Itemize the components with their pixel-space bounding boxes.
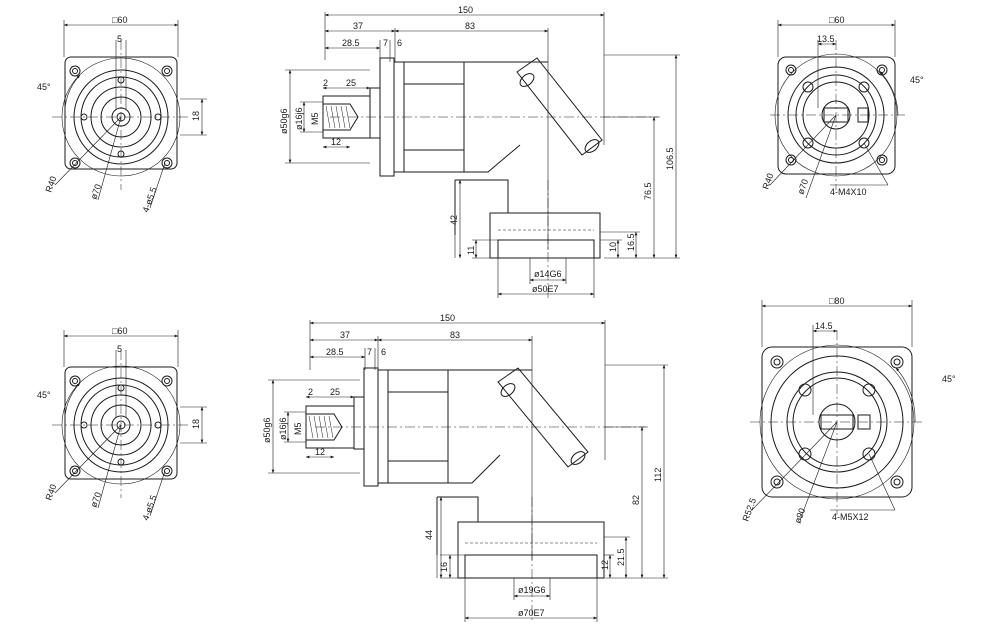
dim-25: 25 [330, 387, 340, 397]
dim-11: 11 [466, 246, 476, 255]
offset-label: 14.5 [815, 321, 833, 331]
dim-44: 44 [424, 530, 434, 540]
dim-12: 12 [315, 447, 325, 457]
dim-25: 25 [346, 78, 356, 88]
angle-label: 45° [37, 390, 51, 400]
dim-6: 6 [381, 347, 386, 357]
angle-label: 45° [37, 82, 51, 92]
right-view-bottom: □80 14.5 45° R52.5 ø90 4-M5X12 [740, 296, 956, 525]
shaft-dia-label: ø50g6 [279, 108, 289, 134]
dim-7: 7 [383, 38, 388, 48]
right-view-top: □60 13.5 45° R40 ø70 4-M4X10 [760, 15, 924, 199]
front-view-bottom: □60 5 45° 18 R40 ø70 4-ø5.5 [37, 326, 207, 522]
dim-21: 21.5 [616, 548, 626, 566]
angle-label: 45° [910, 75, 924, 85]
offset-label: 5 [117, 34, 122, 44]
bore-label: ø19G6 [518, 585, 546, 595]
dim-total: 150 [458, 5, 473, 15]
pcd-label: ø70 [88, 183, 103, 201]
height-label: 18 [191, 111, 201, 121]
radius-label: R40 [43, 175, 58, 194]
side-view-bottom: 150 37 83 28.5 7 6 ø50g6 ø16j6 M5 25 2 1 [262, 313, 668, 622]
pilot-label: ø50E7 [532, 284, 559, 294]
offset-label: 13.5 [817, 34, 835, 44]
radius-label: R40 [760, 172, 775, 191]
dim-106: 106.5 [665, 147, 675, 170]
pcd-label: ø70 [88, 491, 103, 509]
dim-28: 28.5 [326, 347, 344, 357]
dim-28: 28.5 [342, 38, 360, 48]
holes-label: 4-ø5.5 [140, 494, 158, 522]
dim-83: 83 [465, 21, 475, 31]
dim-6: 6 [397, 38, 402, 48]
dim-16: 16.5 [626, 233, 636, 251]
offset-label: 5 [117, 344, 122, 354]
dim-83: 83 [450, 330, 460, 340]
key-dia-label: ø16j6 [294, 107, 304, 130]
dim-2: 2 [308, 387, 313, 397]
dim-76: 76.5 [643, 182, 653, 200]
dim-12v: 12 [600, 560, 610, 570]
square-label: □60 [112, 15, 127, 25]
radius-label: R40 [43, 483, 58, 502]
square-label: □60 [829, 15, 844, 25]
dim-7: 7 [367, 347, 372, 357]
dim-82: 82 [631, 495, 641, 505]
holes-label: 4-ø5.5 [140, 186, 158, 214]
square-label: □60 [112, 326, 127, 336]
dim-2: 2 [323, 78, 328, 88]
pcd-label: ø70 [795, 178, 810, 196]
dim-42: 42 [449, 215, 459, 225]
side-view-top: 150 37 83 28.5 7 6 ø50g6 ø16j6 M5 25 2 [279, 5, 680, 300]
holes-label: 4-M4X10 [830, 187, 867, 197]
radius-label: R52.5 [740, 497, 758, 523]
front-view-top: □60 5 45° 18 R40 ø70 4-ø5.5 [37, 15, 207, 214]
dim-37: 37 [340, 330, 350, 340]
dim-10: 10 [608, 242, 618, 252]
holes-label: 4-M5X12 [832, 512, 869, 522]
dim-total: 150 [440, 313, 455, 323]
square-label: □80 [829, 296, 844, 306]
dim-37: 37 [353, 21, 363, 31]
shaft-dia-label: ø50g6 [262, 417, 272, 443]
pilot-label: ø70E7 [518, 608, 545, 618]
key-dia-label: ø16j6 [278, 417, 288, 440]
height-label: 18 [191, 419, 201, 429]
dim-16: 16 [439, 562, 449, 572]
dim-112: 112 [653, 468, 663, 482]
angle-label: 45° [942, 374, 956, 384]
thread-label: M5 [310, 112, 320, 125]
thread-label: M5 [293, 422, 303, 435]
dim-12: 12 [331, 137, 341, 147]
bore-label: ø14G6 [534, 269, 562, 279]
pcd-label: ø90 [792, 507, 807, 525]
